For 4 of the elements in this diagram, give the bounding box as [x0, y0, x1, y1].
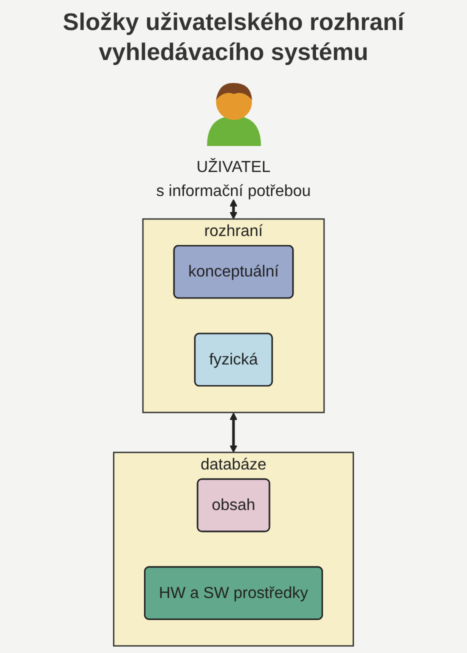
diagram-title: Složky uživatelského rozhraní vyhledávacího systému — [62, 8, 406, 68]
arrow — [230, 412, 238, 453]
arrow — [230, 199, 238, 220]
node-text: UŽIVATEL s informační potřebou — [156, 158, 311, 200]
